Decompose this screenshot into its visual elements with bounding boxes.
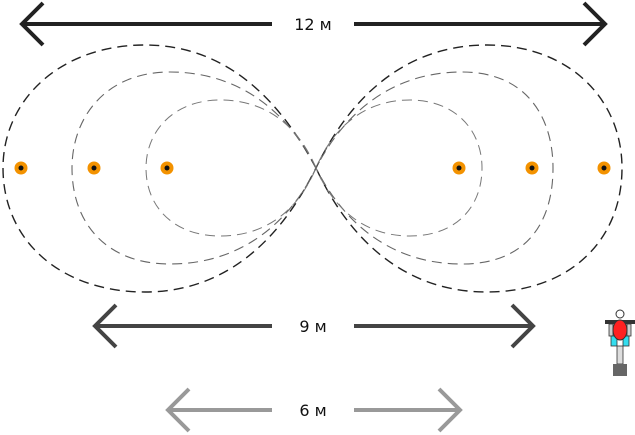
traffic-cone-icon: [525, 161, 539, 175]
traffic-cone-icon: [597, 161, 611, 175]
dimension-9m: 9 м: [92, 303, 536, 349]
traffic-cone-icon: [452, 161, 466, 175]
dimension-6m-arrowhead-left: [165, 387, 191, 433]
dimension-9m-arrowhead-left: [92, 303, 118, 349]
dimension-12m-label: 12 м: [294, 15, 332, 34]
dimension-12m-arrowhead-right: [582, 1, 608, 47]
figure-eight-paths: [2, 44, 623, 293]
figure-eight-medium: [71, 71, 554, 265]
dimension-6m-label: 6 м: [299, 401, 326, 420]
traffic-cone-icon: [160, 161, 174, 175]
cones: [14, 161, 611, 175]
dimension-6m: 6 м: [165, 387, 463, 433]
dimension-12m-arrowhead-left: [19, 1, 45, 47]
dimension-12m: 12 м: [19, 1, 608, 47]
motorcycle-rider-icon: [605, 309, 635, 376]
dimension-9m-label: 9 м: [299, 317, 326, 336]
figure-eight-small: [145, 99, 483, 237]
dimension-9m-arrowhead-right: [510, 303, 536, 349]
traffic-cone-icon: [14, 161, 28, 175]
traffic-cone-icon: [87, 161, 101, 175]
dimension-6m-arrowhead-right: [437, 387, 463, 433]
